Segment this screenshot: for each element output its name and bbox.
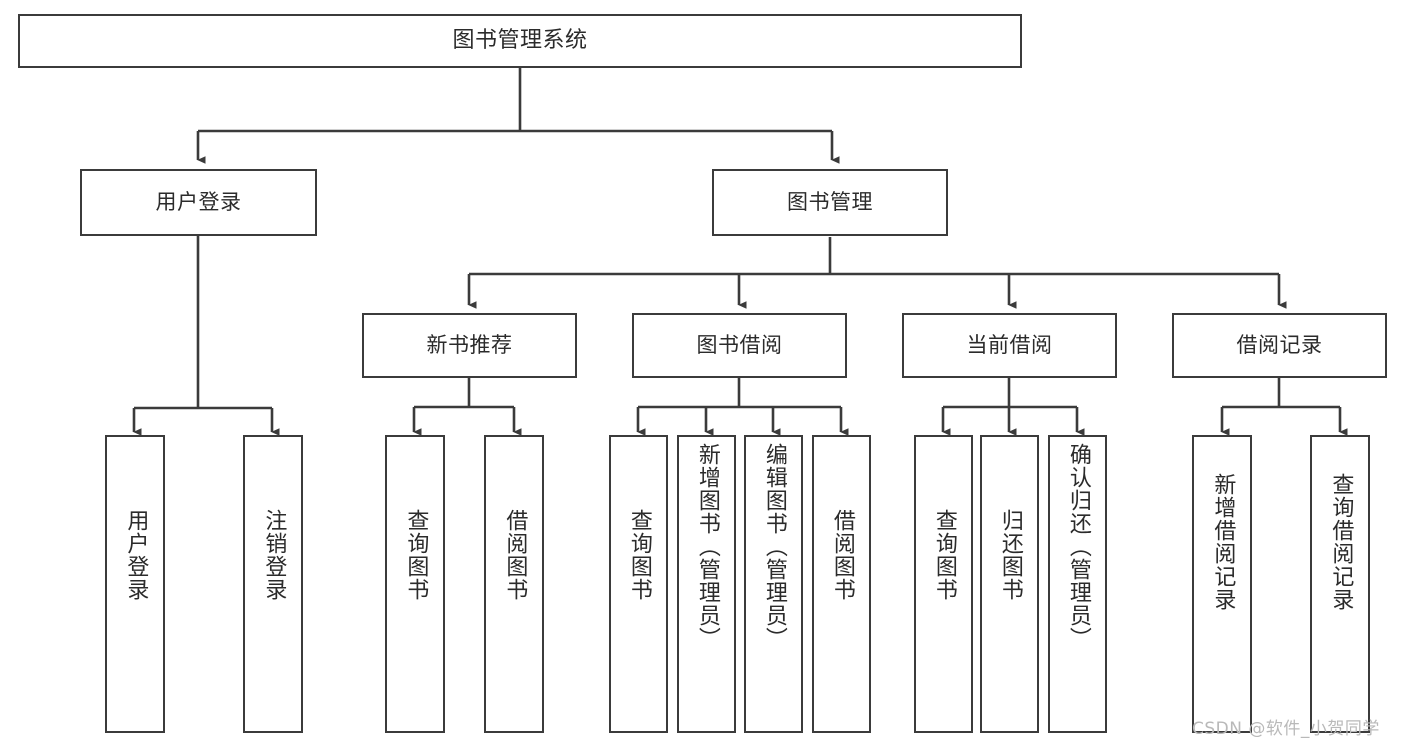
leaf-user-login[interactable]: 用户登录 (105, 435, 165, 733)
node-label: 新增图书（管理员） (694, 443, 720, 650)
leaf-add-borrow-record[interactable]: 新增借阅记录 (1192, 435, 1252, 733)
node-user-login[interactable]: 用户登录 (80, 169, 317, 236)
node-label: 编辑图书（管理员） (761, 443, 787, 650)
node-label: 借阅图书 (502, 509, 528, 601)
node-book-management[interactable]: 图书管理 (712, 169, 948, 236)
leaf-query-book-current[interactable]: 查询图书 (914, 435, 973, 733)
node-new-book-recommend[interactable]: 新书推荐 (362, 313, 577, 378)
node-label: 用户登录 (123, 509, 149, 601)
node-current-borrow[interactable]: 当前借阅 (902, 313, 1117, 378)
edge-book-manage-to-level3 (467, 237, 1287, 309)
leaf-add-book-admin[interactable]: 新增图书（管理员） (677, 435, 736, 733)
leaf-edit-book-admin[interactable]: 编辑图书（管理员） (744, 435, 803, 733)
node-label: 用户登录 (155, 190, 242, 215)
node-label: 查询图书 (626, 509, 652, 601)
csdn-watermark: CSDN @软件_小贺同学 (1192, 719, 1380, 739)
node-label: 注销登录 (261, 509, 287, 601)
edge-borrow-record-to-leaves (1220, 378, 1348, 436)
node-label: 借阅图书 (829, 509, 855, 601)
node-label: 当前借阅 (966, 333, 1053, 358)
leaf-query-book-borrow[interactable]: 查询图书 (609, 435, 668, 733)
node-label: 新增借阅记录 (1210, 473, 1236, 611)
node-borrow-record[interactable]: 借阅记录 (1172, 313, 1387, 378)
node-label: 确认归还（管理员） (1065, 443, 1091, 650)
leaf-query-book-recommend[interactable]: 查询图书 (385, 435, 445, 733)
edge-book-borrow-to-leaves (636, 378, 849, 436)
node-label: 查询借阅记录 (1328, 473, 1354, 611)
edge-root-to-level2 (196, 68, 840, 164)
node-book-borrow[interactable]: 图书借阅 (632, 313, 847, 378)
node-root-book-management-system[interactable]: 图书管理系统 (18, 14, 1022, 68)
leaf-borrow-book-recommend[interactable]: 借阅图书 (484, 435, 544, 733)
leaf-return-book[interactable]: 归还图书 (980, 435, 1039, 733)
node-label: 查询图书 (403, 509, 429, 601)
leaf-borrow-book[interactable]: 借阅图书 (812, 435, 871, 733)
edge-new-book-to-leaves (412, 378, 522, 436)
node-label: 图书管理 (787, 190, 873, 215)
edge-user-login-to-leaves (132, 236, 280, 436)
leaf-query-borrow-record[interactable]: 查询借阅记录 (1310, 435, 1370, 733)
node-label: 图书借阅 (696, 333, 783, 358)
node-label: 归还图书 (997, 509, 1023, 601)
node-label: 借阅记录 (1236, 333, 1323, 358)
node-label: 新书推荐 (426, 333, 513, 358)
leaf-logout[interactable]: 注销登录 (243, 435, 303, 733)
node-label: 图书管理系统 (452, 28, 588, 54)
leaf-confirm-return-admin[interactable]: 确认归还（管理员） (1048, 435, 1107, 733)
node-label: 查询图书 (931, 509, 957, 601)
edge-current-borrow-to-leaves (941, 378, 1085, 436)
